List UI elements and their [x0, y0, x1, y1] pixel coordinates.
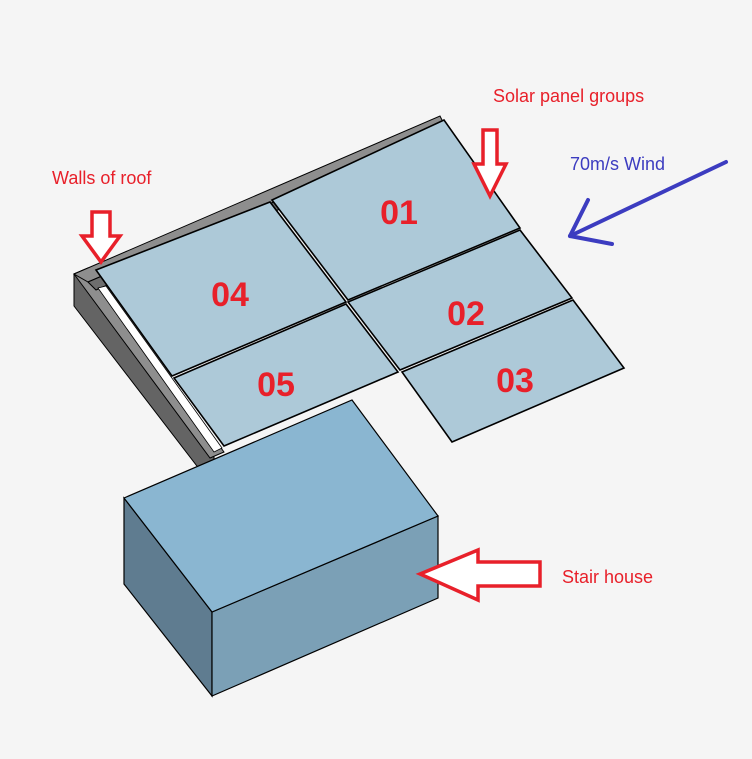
solar-arrow-icon	[471, 128, 509, 200]
solar-panel-surface	[400, 299, 626, 443]
wind-arrow-icon	[568, 160, 728, 246]
solar-panel-surface	[172, 303, 400, 447]
stair-house-label: Stair house	[562, 567, 654, 587]
walls-of-roof-label: Walls of roof	[52, 168, 152, 188]
solar-panel-surface	[346, 229, 574, 371]
wind-label: 70m/s Wind	[570, 154, 666, 174]
solar-panel-number: 04	[211, 276, 249, 314]
solar-panel-surface	[94, 201, 348, 377]
solar-panel-number: 01	[380, 194, 418, 232]
solar-panel-03: 03	[400, 299, 626, 443]
solar-panel-02: 02	[346, 229, 574, 371]
solar-panel-04: 04	[94, 201, 348, 377]
solar-panel-surface	[270, 118, 522, 301]
solar-panel-number: 05	[257, 366, 295, 404]
solar-panel-number: 02	[447, 295, 485, 333]
walls-arrow-icon	[78, 210, 124, 265]
solar-panel-05: 05	[172, 303, 400, 447]
solar-panel-01: 01	[270, 118, 522, 301]
stair-house-top-face	[123, 399, 439, 613]
solar-panels: 01 02 03 04 05	[94, 118, 626, 447]
stair-arrow-icon	[415, 547, 542, 603]
stair-house	[123, 399, 439, 698]
solar-panel-number: 03	[496, 362, 534, 400]
wall-gap	[97, 285, 223, 453]
solar-panel-groups-label: Solar panel groups	[493, 86, 645, 106]
